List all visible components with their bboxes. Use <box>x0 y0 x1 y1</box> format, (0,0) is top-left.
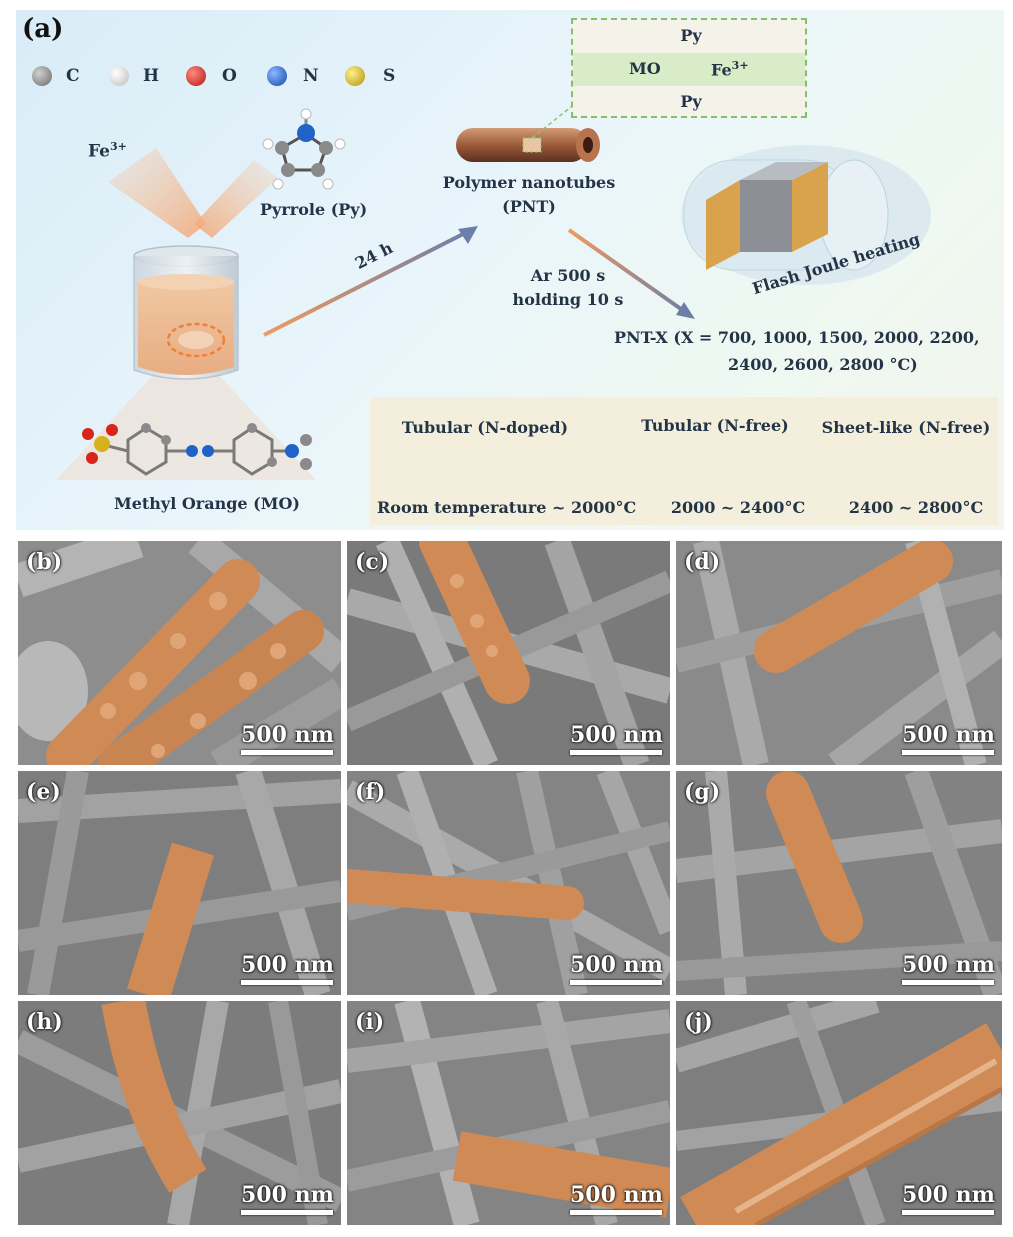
scale-text-e: 500 nm <box>241 952 334 978</box>
panel-label-c: (c) <box>355 549 390 575</box>
atom-label-n: N <box>303 66 319 86</box>
sem-image <box>347 1001 670 1225</box>
scale-text-b: 500 nm <box>241 722 334 748</box>
heating-condition-2: holding 10 s <box>512 290 624 309</box>
scale-bar-e: 500 nm <box>241 952 334 985</box>
fe-charge: 3+ <box>109 140 127 153</box>
morphology-stage-box <box>370 397 998 525</box>
atom-label-h: H <box>143 66 160 86</box>
sem-image <box>347 541 670 765</box>
sem-panel-d: (d) 500 nm <box>676 541 1002 765</box>
sem-panel-h: (h) 500 nm <box>18 1001 341 1225</box>
scale-text-d: 500 nm <box>902 722 995 748</box>
sem-image <box>676 771 1002 995</box>
scale-line-c <box>570 750 662 755</box>
sem-panel-c: (c) 500 nm <box>347 541 670 765</box>
sem-panel-i: (i) 500 nm <box>347 1001 670 1225</box>
scale-bar-b: 500 nm <box>241 722 334 755</box>
sem-panel-b: (b) 500 nm <box>18 541 341 765</box>
layer-mo-label: MO <box>629 59 661 78</box>
atom-label-c: C <box>66 66 80 86</box>
sem-image <box>347 771 670 995</box>
layer-bottom-label: Py <box>680 92 702 111</box>
nitrogen-atom-icon <box>267 66 287 86</box>
stage-3-range: 2400 ~ 2800°C <box>848 498 984 517</box>
layer-middle-band <box>573 53 805 86</box>
scale-text-i: 500 nm <box>570 1182 663 1208</box>
scale-bar-j: 500 nm <box>902 1182 995 1215</box>
product-label-line2: (PNT) <box>502 197 556 216</box>
sem-image <box>18 771 341 995</box>
panel-label-b: (b) <box>26 549 63 575</box>
scale-line-f <box>570 980 662 985</box>
layer-fe-label: Fe3+ <box>711 59 749 79</box>
scale-text-j: 500 nm <box>902 1182 995 1208</box>
stage-1-title: Tubular (N-doped) <box>401 418 569 437</box>
scale-bar-d: 500 nm <box>902 722 995 755</box>
panel-label-e: (e) <box>26 779 61 805</box>
scale-line-g <box>902 980 994 985</box>
scale-line-d <box>902 750 994 755</box>
fe-label: Fe3+ <box>88 140 127 162</box>
scale-line-j <box>902 1210 994 1215</box>
panel-label-f: (f) <box>355 779 386 805</box>
layer-fe-symbol: Fe <box>711 60 732 80</box>
stage-1-range: Room temperature ~ 2000°C <box>377 498 637 517</box>
scale-line-e <box>241 980 333 985</box>
scale-bar-c: 500 nm <box>570 722 663 755</box>
scale-line-i <box>570 1210 662 1215</box>
scale-text-h: 500 nm <box>241 1182 334 1208</box>
sem-image <box>676 541 1002 765</box>
fe-symbol: Fe <box>88 141 110 162</box>
layer-top-label: Py <box>680 26 702 45</box>
panel-label-g: (g) <box>684 779 721 805</box>
stage-2-range: 2000 ~ 2400°C <box>670 498 806 517</box>
panel-label-d: (d) <box>684 549 721 575</box>
product-label-line1: Polymer nanotubes <box>442 173 616 192</box>
result-label-line2: 2400, 2600, 2800 °C) <box>728 355 918 374</box>
sem-image <box>18 1001 341 1225</box>
methyl-orange-label: Methyl Orange (MO) <box>114 494 300 513</box>
schematic-panel: (a) C H O N S Fe3+ Pyrrole (Py) Methyl O… <box>16 10 1004 530</box>
scale-text-c: 500 nm <box>570 722 663 748</box>
panel-label-a: (a) <box>22 14 64 44</box>
sem-image <box>18 541 341 765</box>
sem-panel-e: (e) 500 nm <box>18 771 341 995</box>
sem-image <box>676 1001 1002 1225</box>
scale-text-g: 500 nm <box>902 952 995 978</box>
scale-text-f: 500 nm <box>570 952 663 978</box>
sulfur-atom-icon <box>345 66 365 86</box>
heating-condition-1: Ar 500 s <box>530 266 606 285</box>
sem-panel-j: (j) 500 nm <box>676 1001 1002 1225</box>
panel-label-j: (j) <box>684 1009 713 1035</box>
sem-panel-f: (f) 500 nm <box>347 771 670 995</box>
scale-bar-h: 500 nm <box>241 1182 334 1215</box>
carbon-atom-icon <box>32 66 52 86</box>
scale-line-h <box>241 1210 333 1215</box>
scale-line-b <box>241 750 333 755</box>
layer-structure-box: Py MO Fe3+ Py <box>571 18 807 118</box>
pyrrole-label: Pyrrole (Py) <box>260 200 368 219</box>
panel-label-i: (i) <box>355 1009 385 1035</box>
atom-label-s: S <box>383 66 396 86</box>
panel-label-h: (h) <box>26 1009 63 1035</box>
sem-panel-g: (g) 500 nm <box>676 771 1002 995</box>
result-label-line1: PNT-X (X = 700, 1000, 1500, 2000, 2200, <box>614 328 980 347</box>
stage-3-title: Sheet-like (N-free) <box>821 418 991 437</box>
scale-bar-g: 500 nm <box>902 952 995 985</box>
scale-bar-f: 500 nm <box>570 952 663 985</box>
layer-fe-charge: 3+ <box>731 59 749 72</box>
scale-bar-i: 500 nm <box>570 1182 663 1215</box>
atom-label-o: O <box>222 66 237 86</box>
hydrogen-atom-icon <box>109 66 129 86</box>
stage-2-title: Tubular (N-free) <box>641 416 789 435</box>
oxygen-atom-icon <box>186 66 206 86</box>
